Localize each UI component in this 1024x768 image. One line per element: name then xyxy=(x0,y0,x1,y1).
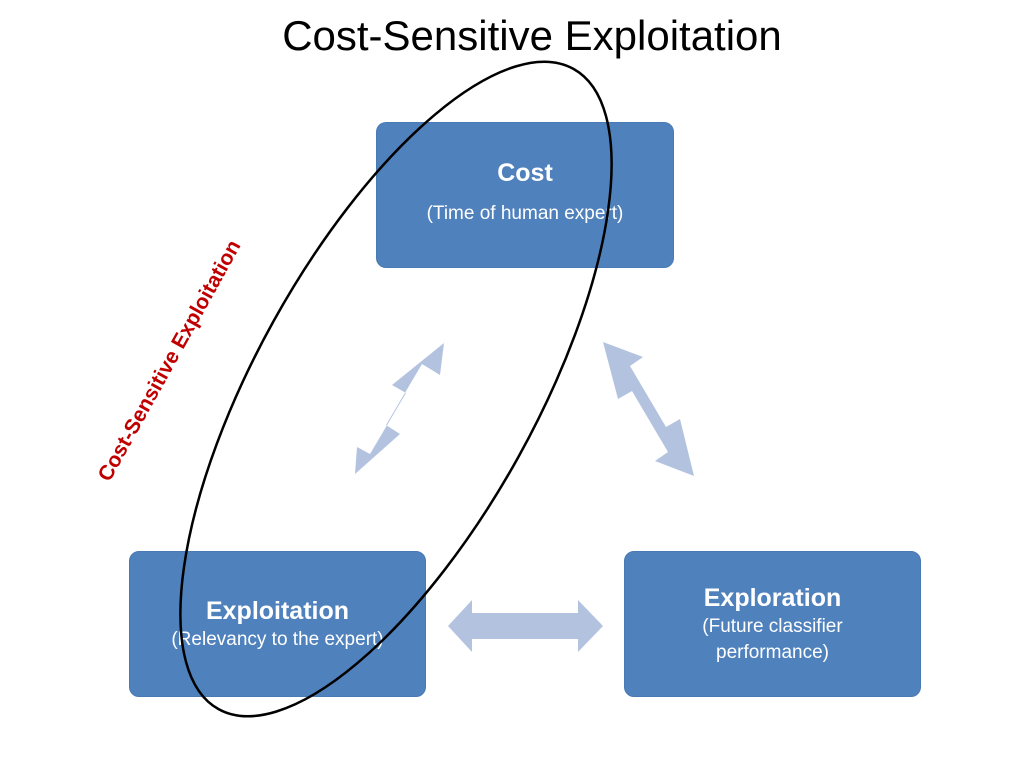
exploitation-box: Exploitation (Relevancy to the expert) xyxy=(129,551,426,697)
exploration-subtitle-line1: (Future classifier xyxy=(702,616,843,637)
exploration-title: Exploration xyxy=(703,584,842,612)
exploration-subtitle-line2: performance) xyxy=(716,642,829,663)
double-arrow-exploitation-exploration xyxy=(448,600,603,652)
cost-title: Cost xyxy=(497,159,553,187)
exploitation-title: Exploitation xyxy=(205,597,350,625)
double-arrow-cost-exploitation xyxy=(355,343,444,474)
exploitation-subtitle: (Relevancy to the expert) xyxy=(171,629,384,650)
cost-subtitle: (Time of human expert) xyxy=(426,203,624,224)
exploration-box: Exploration (Future classifier performan… xyxy=(624,551,921,697)
cost-box: Cost (Time of human expert) xyxy=(376,122,674,268)
slide-title: Cost-Sensitive Exploitation xyxy=(282,12,782,59)
double-arrow-cost-exploration xyxy=(603,342,694,476)
